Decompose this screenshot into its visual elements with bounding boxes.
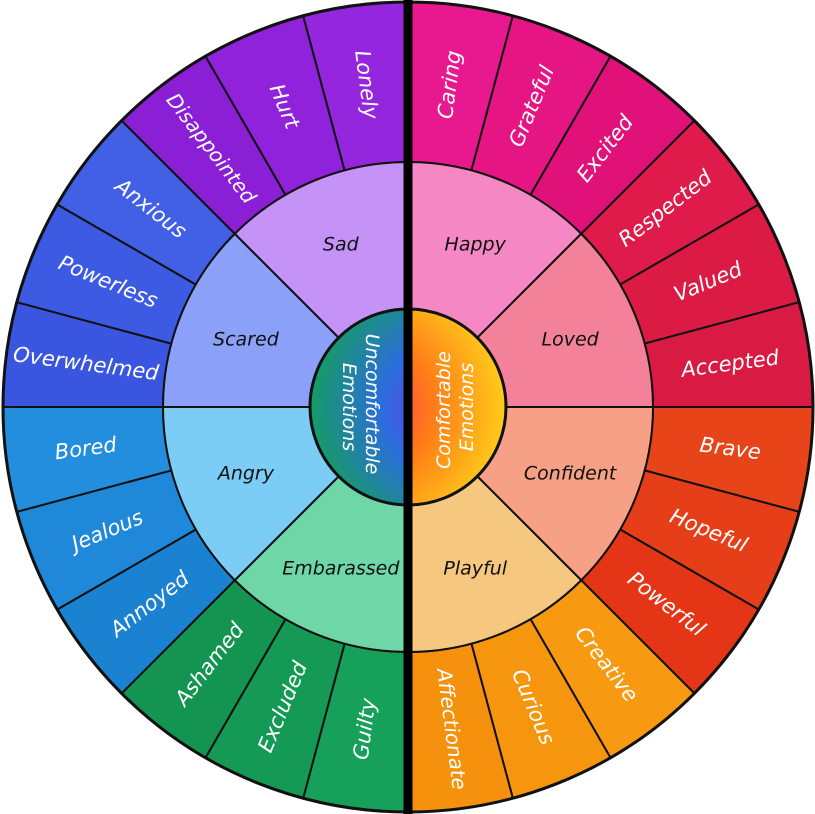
- core-left-half: [308, 307, 408, 507]
- core-right-line-1: Comfortable: [433, 351, 455, 469]
- core-right-half: [408, 307, 508, 507]
- middle-label-scared: Scared: [213, 328, 280, 350]
- middle-label-loved: Loved: [541, 328, 599, 350]
- middle-label-confident: Confident: [524, 463, 618, 485]
- core-left-line-1: Uncomfortable: [361, 334, 383, 475]
- middle-label-happy: Happy: [445, 233, 507, 255]
- middle-label-embarassed: Embarassed: [282, 558, 400, 580]
- core-left-label: Uncomfortable Emotions: [338, 334, 383, 481]
- core-left-line-2: Emotions: [338, 363, 360, 452]
- middle-label-playful: Playful: [443, 558, 507, 580]
- middle-label-sad: Sad: [323, 233, 360, 255]
- core-right-label: Comfortable Emotions: [433, 345, 478, 469]
- core-circle: Uncomfortable Emotions Comfortable Emoti…: [308, 307, 508, 507]
- middle-label-angry: Angry: [216, 463, 275, 485]
- core-right-line-2: Emotions: [456, 363, 478, 452]
